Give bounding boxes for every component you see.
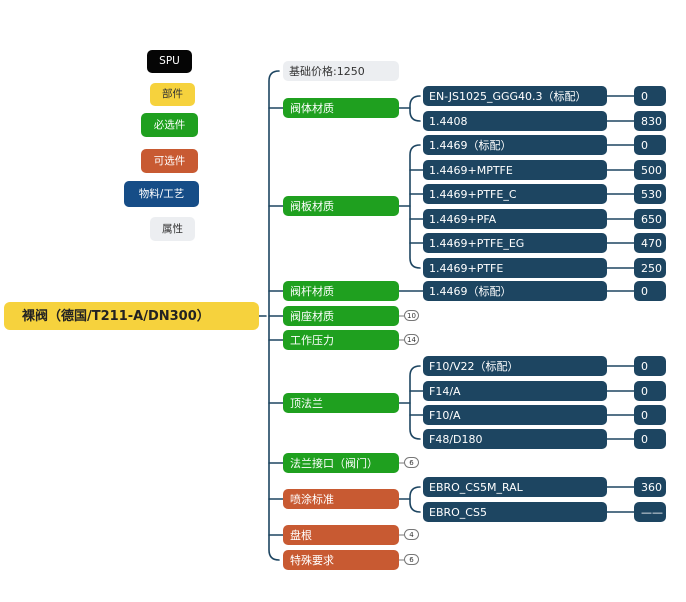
option-disc-5[interactable]: 1.4469+PTFE_EG [423, 233, 607, 253]
option-coating-2[interactable]: EBRO_CS5 [423, 502, 607, 522]
price-flange-4[interactable]: 0 [634, 429, 666, 449]
packing-count-badge[interactable]: 4 [404, 529, 419, 540]
option-disc-1[interactable]: 1.4469（标配） [423, 135, 607, 155]
price-disc-5[interactable]: 470 [634, 233, 666, 253]
pressure-count-badge[interactable]: 14 [404, 334, 419, 345]
option-disc-4[interactable]: 1.4469+PFA [423, 209, 607, 229]
option-flange-4[interactable]: F48/D180 [423, 429, 607, 449]
legend-part: 部件 [150, 83, 195, 106]
branch-disc-material[interactable]: 阀板材质 [283, 196, 399, 216]
option-stem-1[interactable]: 1.4469（标配） [423, 281, 607, 301]
price-flange-2[interactable]: 0 [634, 381, 666, 401]
price-flange-3[interactable]: 0 [634, 405, 666, 425]
price-stem-1[interactable]: 0 [634, 281, 666, 301]
option-disc-2[interactable]: 1.4469+MPTFE [423, 160, 607, 180]
price-body-2[interactable]: 830 [634, 111, 666, 131]
option-flange-3[interactable]: F10/A [423, 405, 607, 425]
price-disc-3[interactable]: 530 [634, 184, 666, 204]
special-count-badge[interactable]: 6 [404, 554, 419, 565]
price-coating-1[interactable]: 360 [634, 477, 666, 497]
branch-flange-interface[interactable]: 法兰接口（阀门） [283, 453, 399, 473]
branch-working-pressure[interactable]: 工作压力 [283, 330, 399, 350]
price-disc-4[interactable]: 650 [634, 209, 666, 229]
option-body-2[interactable]: 1.4408 [423, 111, 607, 131]
branch-seat-material[interactable]: 阀座材质 [283, 306, 399, 326]
base-price-attribute[interactable]: 基础价格:1250 [283, 61, 399, 81]
branch-stem-material[interactable]: 阀杆材质 [283, 281, 399, 301]
price-coating-2[interactable]: —— [634, 502, 666, 522]
branch-body-material[interactable]: 阀体材质 [283, 98, 399, 118]
price-body-1[interactable]: 0 [634, 86, 666, 106]
price-disc-1[interactable]: 0 [634, 135, 666, 155]
seat-count-badge[interactable]: 10 [404, 310, 419, 321]
branch-coating-standard[interactable]: 喷涂标准 [283, 489, 399, 509]
option-coating-1[interactable]: EBRO_CS5M_RAL [423, 477, 607, 497]
branch-top-flange[interactable]: 顶法兰 [283, 393, 399, 413]
legend-material: 物料/工艺 [124, 181, 199, 207]
option-body-1[interactable]: EN-JS1025_GGG40.3（标配） [423, 86, 607, 106]
option-flange-1[interactable]: F10/V22（标配） [423, 356, 607, 376]
legend-required: 必选件 [141, 113, 198, 137]
interface-count-badge[interactable]: 6 [404, 457, 419, 468]
legend-attribute: 属性 [150, 217, 195, 241]
price-disc-6[interactable]: 250 [634, 258, 666, 278]
branch-packing[interactable]: 盘根 [283, 525, 399, 545]
price-disc-2[interactable]: 500 [634, 160, 666, 180]
root-node[interactable]: 裸阀（德国/T211-A/DN300） [4, 302, 259, 330]
branch-special-requirements[interactable]: 特殊要求 [283, 550, 399, 570]
price-flange-1[interactable]: 0 [634, 356, 666, 376]
option-disc-3[interactable]: 1.4469+PTFE_C [423, 184, 607, 204]
option-flange-2[interactable]: F14/A [423, 381, 607, 401]
option-disc-6[interactable]: 1.4469+PTFE [423, 258, 607, 278]
legend-optional: 可选件 [141, 149, 198, 173]
legend-spu: SPU [147, 50, 192, 73]
